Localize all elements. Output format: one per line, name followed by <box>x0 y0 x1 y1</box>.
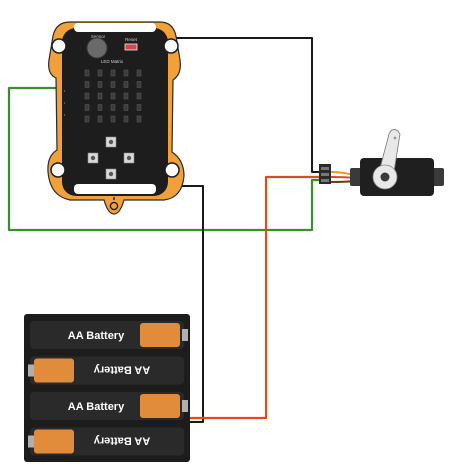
led-dot <box>136 81 142 88</box>
led-dot <box>136 92 142 100</box>
led-dot <box>97 81 103 88</box>
key-icon <box>109 197 119 211</box>
button-a-dot <box>108 139 114 145</box>
servo-tab-left <box>350 168 362 186</box>
connector-pin <box>321 179 329 182</box>
led-dot <box>110 115 116 123</box>
led-dot <box>110 92 116 100</box>
bottom-edge-strip <box>74 184 156 194</box>
led-dot <box>84 92 90 100</box>
led-dot <box>84 104 90 111</box>
led-dot <box>123 81 129 88</box>
led-dot <box>123 92 129 100</box>
hole-bottom-left <box>50 162 66 178</box>
led-matrix <box>84 69 142 123</box>
led-dot <box>123 115 129 123</box>
board-title: Maker Board <box>91 11 140 21</box>
pin-label: • <box>64 101 66 105</box>
wires <box>7 37 321 423</box>
pin-label: • <box>64 113 66 117</box>
servo-motor <box>319 129 444 196</box>
light-sensor <box>86 37 108 59</box>
led-dot <box>123 69 129 77</box>
button-c-dot <box>126 155 132 161</box>
battery-terminal <box>28 364 34 377</box>
servo-ground-wire <box>173 37 320 173</box>
battery-ground-wire <box>175 185 204 423</box>
battery-pack: AA Battery AA Battery AA Battery AA Battery <box>24 314 190 462</box>
battery-cell-label: AA Battery <box>68 401 125 413</box>
connector-pin <box>321 167 329 170</box>
battery-cell-cap <box>34 358 74 383</box>
hole-top-right <box>163 38 179 54</box>
battery-cells <box>28 321 188 456</box>
top-edge-strip <box>74 23 156 32</box>
servo-horn-screw <box>380 172 390 182</box>
maker-board: Maker Board Sensor Reset LED Matrix • • … <box>47 11 185 215</box>
hole-top-left <box>51 38 67 54</box>
servo-arm-hole <box>393 136 397 140</box>
led-dot <box>84 115 90 123</box>
sensor-label: Sensor <box>91 34 106 39</box>
button-d-dot <box>108 171 114 177</box>
led-dot <box>97 69 103 77</box>
battery-cell-cap <box>34 429 74 454</box>
button-b-dot <box>90 155 96 161</box>
battery-cell-labels: AA Battery AA Battery AA Battery AA Battery <box>68 330 150 447</box>
matrix-label: LED Matrix <box>101 59 124 64</box>
button-pad <box>87 136 135 180</box>
led-dot <box>110 104 116 111</box>
battery-terminal <box>182 400 188 412</box>
led-dot <box>110 81 116 88</box>
battery-terminal <box>182 329 188 341</box>
led-dot <box>97 115 103 123</box>
hole-bottom-right <box>164 162 180 178</box>
reset-label: Reset <box>125 37 138 42</box>
led-dot <box>136 104 142 111</box>
battery-cell-label: AA Battery <box>93 435 150 447</box>
servo-signal-wire <box>7 86 321 232</box>
battery-terminal <box>28 435 34 448</box>
reset-button[interactable] <box>124 43 138 51</box>
pin-labels: • • • <box>64 89 66 117</box>
battery-cell-label: AA Battery <box>93 364 150 376</box>
led-dot <box>97 92 103 100</box>
battery-holder <box>24 314 190 462</box>
led-dot <box>97 104 103 111</box>
battery-cell-label: AA Battery <box>68 330 125 342</box>
led-dot <box>123 104 129 111</box>
led-dot <box>136 69 142 77</box>
pin-label: • <box>64 89 66 93</box>
battery-cell-cap <box>140 323 180 347</box>
led-dot <box>110 69 116 77</box>
led-dot <box>84 69 90 77</box>
battery-cell-cap <box>140 394 180 418</box>
led-dot <box>136 115 142 123</box>
led-dot <box>84 81 90 88</box>
connector-pin <box>321 173 329 176</box>
battery-power-wire <box>186 175 321 420</box>
servo-tab-right <box>432 168 444 186</box>
mounting-holes <box>50 38 180 178</box>
